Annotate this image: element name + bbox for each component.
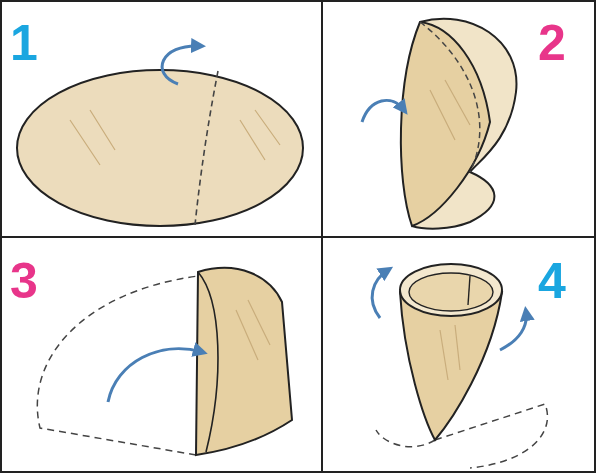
step-number-holder: 2: [538, 18, 566, 68]
tortilla-flat: [17, 46, 303, 226]
step-number: 3: [10, 253, 38, 309]
tortilla-cone: [372, 264, 547, 468]
step-number: 2: [538, 15, 566, 71]
tortilla-half: [362, 19, 516, 229]
tortilla-quarter: [37, 268, 292, 455]
step-number: 1: [10, 15, 38, 71]
step-number-holder: 3: [10, 256, 38, 306]
panel-divider: [0, 236, 596, 238]
step-number: 4: [538, 253, 566, 309]
step-number-holder: 1: [10, 18, 38, 68]
step-number-holder: 4: [538, 256, 566, 306]
